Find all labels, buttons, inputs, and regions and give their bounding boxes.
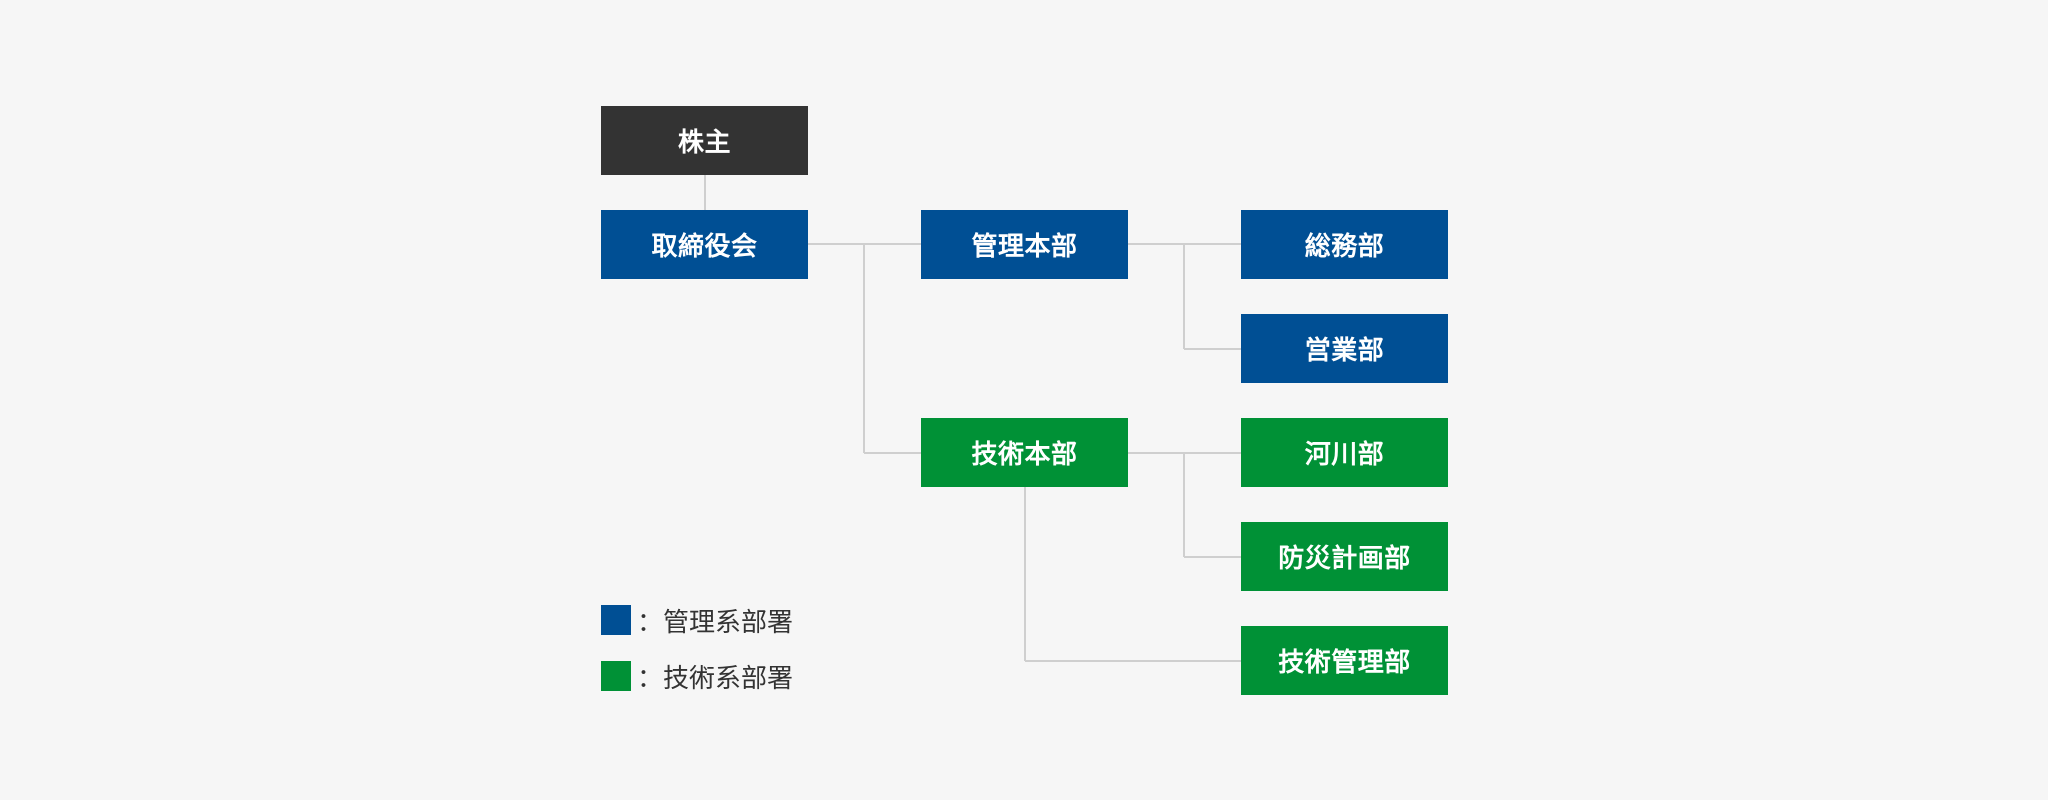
- node-tech-hq: 技術本部: [921, 418, 1128, 487]
- node-sales: 営業部: [1241, 314, 1448, 383]
- legend-swatch-management: [601, 605, 631, 635]
- legend-label-technical: ：技術系部署: [637, 663, 794, 694]
- node-disaster-planning: 防災計画部: [1241, 522, 1448, 591]
- node-river: 河川部: [1241, 418, 1448, 487]
- node-admin-hq: 管理本部: [921, 210, 1128, 279]
- legend-label-management: ：管理系部署: [637, 607, 794, 638]
- legend-item-management: ：管理系部署: [601, 605, 793, 638]
- node-board: 取締役会: [601, 210, 808, 279]
- legend-item-technical: ：技術系部署: [601, 661, 793, 694]
- legend-swatch-technical: [601, 661, 631, 691]
- node-tech-management: 技術管理部: [1241, 626, 1448, 695]
- node-general-affairs: 総務部: [1241, 210, 1448, 279]
- node-shareholders: 株主: [601, 106, 808, 175]
